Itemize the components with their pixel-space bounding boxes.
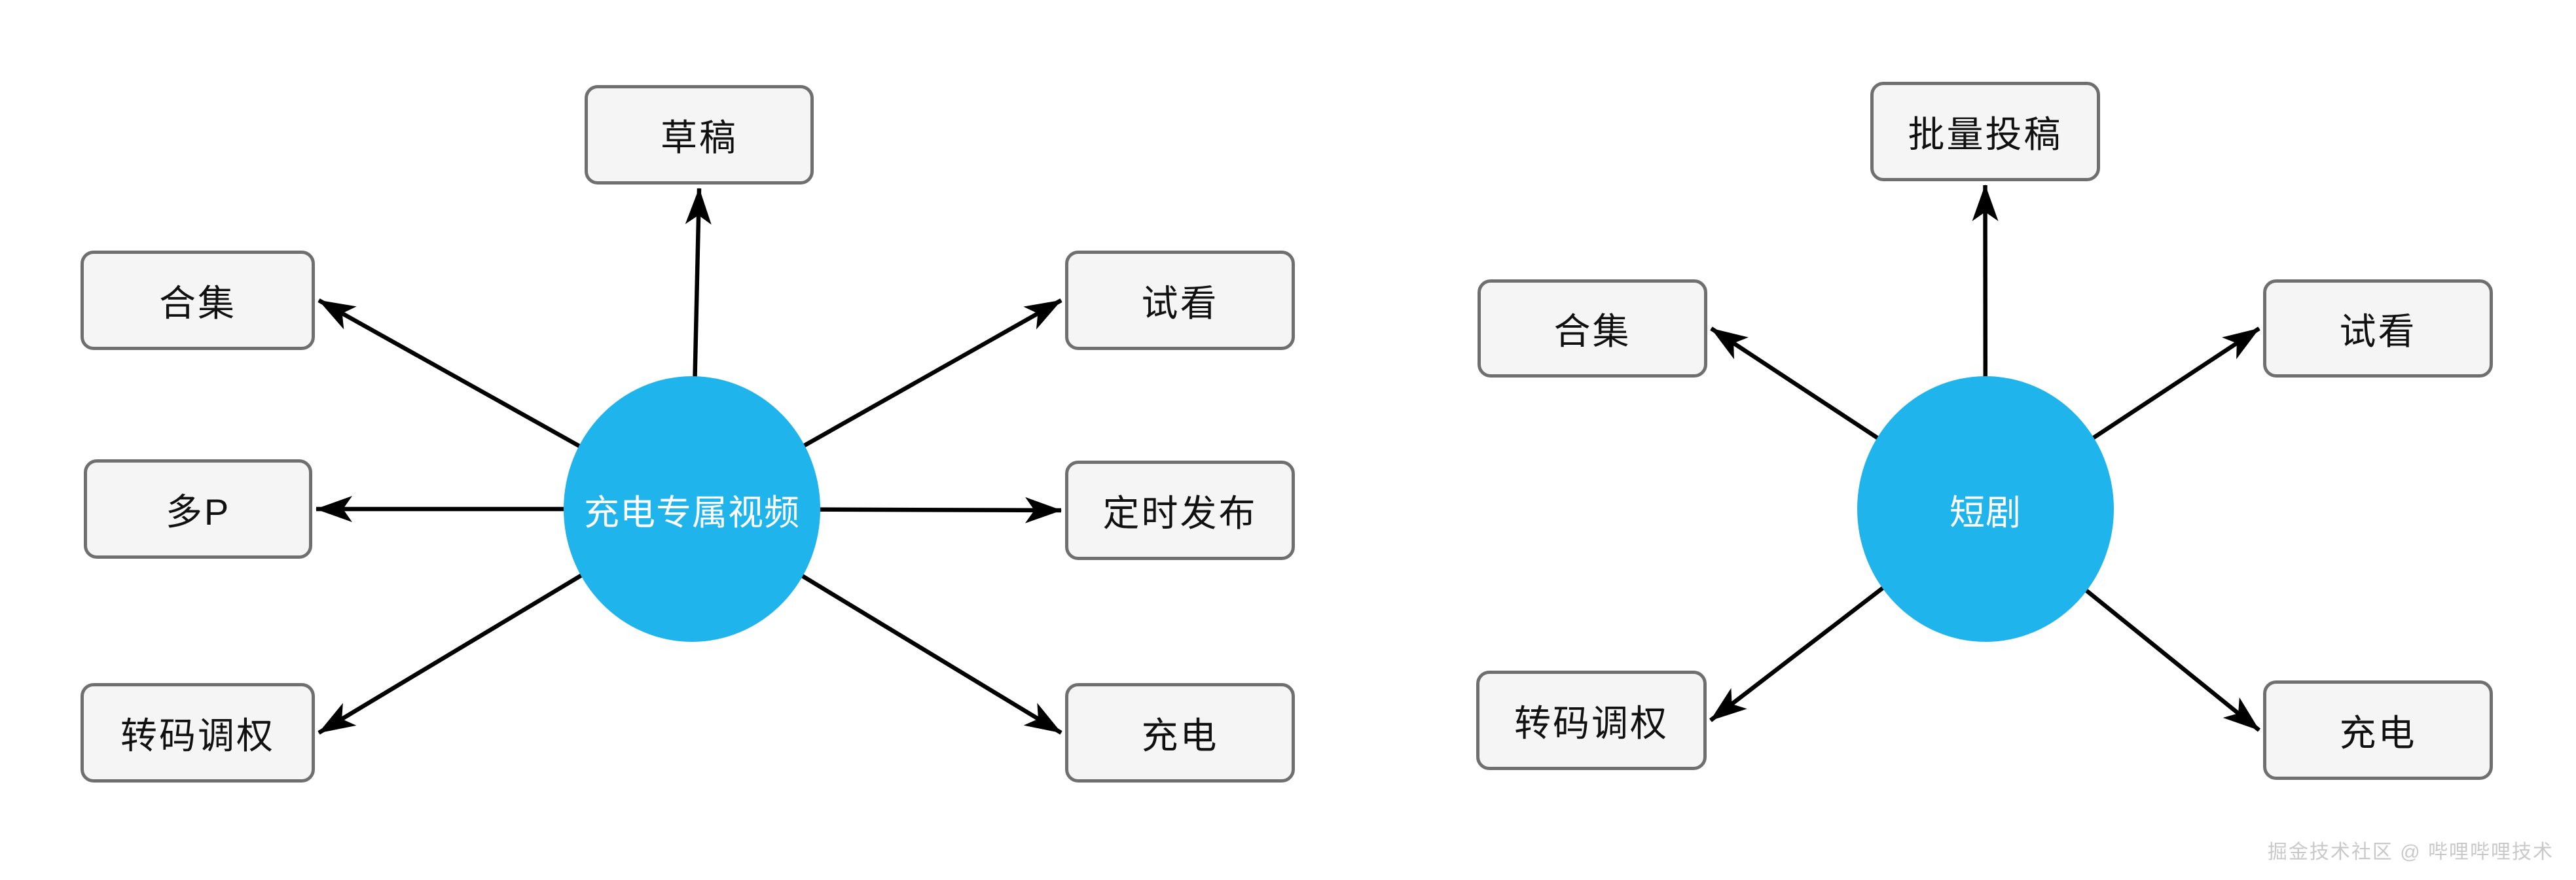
node-draft: 草稿	[585, 85, 814, 185]
node-preview: 试看	[1065, 251, 1295, 350]
center-node-short-drama: 短剧	[1857, 376, 2114, 642]
node-transcode-rights: 转码调权	[1476, 671, 1707, 770]
node-collection: 合集	[1478, 279, 1707, 378]
center-node-charge-exclusive-video: 充电专属视频	[564, 376, 820, 642]
node-charge: 充电	[2263, 680, 2493, 780]
node-collection: 合集	[81, 251, 315, 350]
watermark: 掘金技术社区 @ 哔哩哔哩技术	[2267, 841, 2554, 863]
node-charge: 充电	[1065, 683, 1295, 783]
node-transcode-rights: 转码调权	[81, 683, 315, 783]
node-batch-upload: 批量投稿	[1870, 82, 2100, 181]
node-scheduled-publish: 定时发布	[1065, 461, 1295, 560]
node-multi-p: 多P	[84, 459, 312, 559]
node-preview: 试看	[2263, 279, 2493, 378]
